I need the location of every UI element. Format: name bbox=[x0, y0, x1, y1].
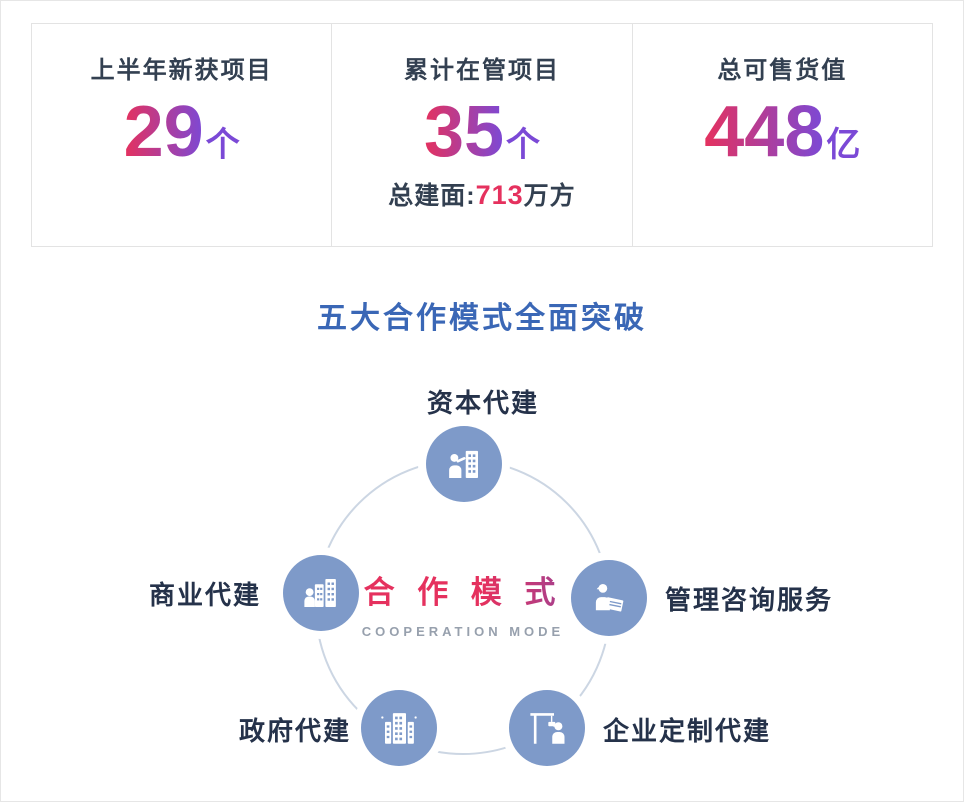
worker-city-icon bbox=[304, 579, 336, 607]
stat-sub-prefix: 总建面: bbox=[388, 181, 476, 210]
worker-blueprint-icon bbox=[595, 584, 624, 612]
stat-unit: 个 bbox=[205, 126, 240, 164]
node-label-government: 政府代建 bbox=[238, 716, 351, 746]
stat-title: 累计在管项目 bbox=[403, 57, 560, 84]
cooperation-diagram: 资本代建 商业代建 管理咨询服务 政府代建 企业定制代建 合 作 模 式 COO… bbox=[1, 359, 963, 801]
section-title: 五大合作模式全面突破 bbox=[317, 302, 647, 335]
node-consulting bbox=[571, 560, 647, 636]
stat-sub-number: 713 bbox=[475, 179, 524, 210]
stat-number: 448 bbox=[704, 92, 825, 172]
node-label-capital: 资本代建 bbox=[426, 388, 539, 418]
stat-number: 29 bbox=[123, 92, 204, 172]
stat-subline: 总建面:713万方 bbox=[332, 176, 631, 212]
stats-row: 上半年新获项目 29个 累计在管项目 35个 总建面:713万方 总可售货值 4… bbox=[31, 23, 933, 247]
stat-value-line: 29个 bbox=[32, 91, 331, 174]
diagram-center-title: 合 作 模 式 bbox=[265, 567, 661, 612]
stat-card-new-projects: 上半年新获项目 29个 bbox=[32, 24, 331, 246]
node-capital bbox=[426, 426, 502, 502]
stat-value-line: 35个 bbox=[332, 91, 631, 174]
node-label-enterprise: 企业定制代建 bbox=[603, 716, 772, 746]
node-label-commercial: 商业代建 bbox=[148, 580, 261, 610]
diagram-center: 合 作 模 式 COOPERATION MODE bbox=[265, 567, 661, 639]
worker-building-icon bbox=[449, 450, 478, 478]
stat-title: 上半年新获项目 bbox=[90, 57, 273, 84]
stat-unit: 亿 bbox=[826, 126, 861, 164]
government-building-icon bbox=[381, 713, 417, 744]
stat-card-sellable-value: 总可售货值 448亿 bbox=[631, 24, 932, 246]
stat-sub-unit: 万方 bbox=[523, 181, 576, 210]
node-label-consulting: 管理咨询服务 bbox=[665, 585, 834, 615]
stat-number: 35 bbox=[423, 92, 505, 172]
crane-worker-icon bbox=[530, 713, 565, 744]
node-enterprise bbox=[509, 690, 585, 766]
node-commercial bbox=[283, 555, 359, 631]
stat-unit: 个 bbox=[506, 126, 541, 164]
node-government bbox=[361, 690, 437, 766]
stat-card-managed-projects: 累计在管项目 35个 总建面:713万方 bbox=[331, 24, 631, 246]
stat-title: 总可售货值 bbox=[717, 57, 848, 84]
stat-value-line: 448亿 bbox=[633, 91, 932, 174]
diagram-center-subtitle: COOPERATION MODE bbox=[361, 624, 565, 639]
